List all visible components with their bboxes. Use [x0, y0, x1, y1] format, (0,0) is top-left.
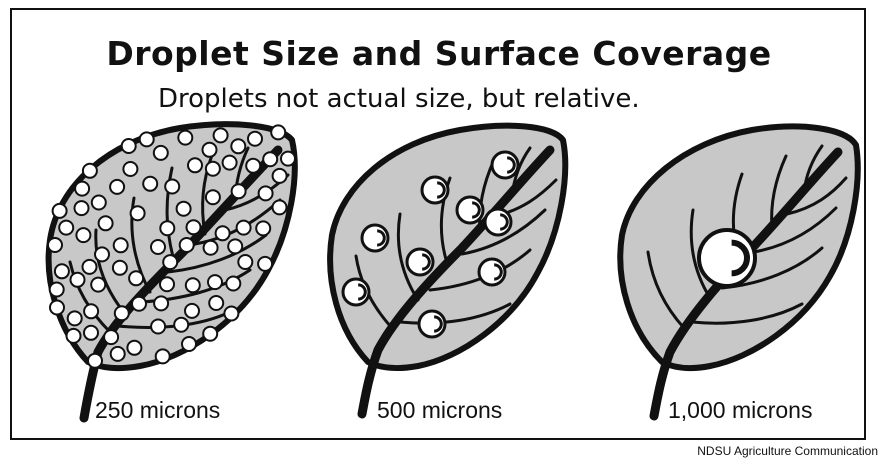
leaf-250-microns: 250 microns [48, 0, 295, 423]
droplet-small [91, 278, 105, 292]
droplet-small [256, 221, 270, 235]
droplet-small [88, 354, 102, 368]
droplet-small [110, 180, 124, 194]
leaf-1-caption: 250 microns [95, 397, 220, 423]
droplet-small [50, 283, 64, 297]
droplet-small [151, 320, 165, 334]
droplet-small [143, 177, 157, 191]
droplet-small [83, 260, 97, 274]
droplet-small [271, 125, 285, 139]
droplet-small [99, 216, 113, 230]
droplet-small [204, 241, 218, 255]
droplet-small [71, 273, 85, 287]
droplet-small [75, 201, 89, 215]
droplet-small [224, 307, 238, 321]
droplet-small [232, 184, 246, 198]
droplet-small [132, 297, 146, 311]
droplet-small [114, 238, 128, 252]
leaf-2-caption: 500 microns [377, 397, 502, 423]
droplet-small [131, 206, 145, 220]
droplet-small [154, 296, 168, 310]
droplet-small [203, 143, 217, 157]
droplet-small [55, 264, 69, 278]
droplet-small [206, 162, 220, 176]
droplet-small [163, 255, 177, 269]
droplet-small [226, 277, 240, 291]
droplet-small [68, 311, 82, 325]
droplet-small [83, 164, 97, 178]
droplet-small [50, 301, 64, 315]
droplet-small [84, 304, 98, 318]
droplet-small [178, 131, 192, 145]
droplet-small [151, 240, 165, 254]
droplet-small [177, 202, 191, 216]
droplet-small [185, 304, 199, 318]
droplet-small [208, 275, 222, 289]
droplet-small [165, 180, 179, 194]
droplet-small [92, 196, 106, 210]
droplet-small [48, 238, 62, 252]
droplet-small [156, 349, 170, 363]
droplet-small [53, 204, 67, 218]
droplet-small [237, 221, 251, 235]
droplet-small [216, 226, 230, 240]
leaf-3-caption: 1,000 microns [668, 397, 812, 423]
droplet-small [258, 257, 272, 271]
droplet-small [104, 330, 118, 344]
droplet-small [59, 221, 73, 235]
droplet-small [84, 326, 98, 340]
droplet-small [259, 186, 273, 200]
droplet-small [238, 255, 252, 269]
droplet-small [160, 277, 174, 291]
source-credit: NDSU Agriculture Communication [697, 444, 878, 458]
leaf-3-droplets [699, 230, 755, 286]
leaf-1000-microns: 1,000 microns [620, 126, 857, 423]
droplet-small [160, 221, 174, 235]
droplet-small [67, 329, 81, 343]
droplet-small [273, 200, 287, 214]
droplet-small [246, 159, 260, 173]
droplet-small [203, 327, 217, 341]
droplet-small [186, 278, 200, 292]
droplet-small [188, 158, 202, 172]
droplet-small [75, 182, 89, 196]
droplet-small [111, 347, 125, 361]
droplet-small [122, 139, 136, 153]
droplet-small [95, 247, 109, 261]
droplet-small [187, 220, 201, 234]
droplet-small [228, 239, 242, 253]
droplet-small [115, 306, 129, 320]
droplet-small [231, 139, 245, 153]
droplet-small [76, 228, 90, 242]
droplet-small [129, 271, 143, 285]
droplet-small [281, 152, 295, 166]
droplet-small [273, 169, 287, 183]
droplet-small [180, 238, 194, 252]
droplet-small [140, 132, 154, 146]
droplet-small [223, 156, 237, 170]
droplet-small [127, 341, 141, 355]
droplet-small [123, 162, 137, 176]
droplet-small [154, 146, 168, 160]
droplet-small [214, 128, 228, 142]
droplet-small [248, 132, 262, 146]
droplet-small [263, 152, 277, 166]
leaf-500-microns: 500 microns [330, 126, 565, 423]
droplet-small [182, 337, 196, 351]
droplet-small [113, 261, 127, 275]
droplet-small [206, 190, 220, 204]
droplet-small [174, 318, 188, 332]
droplet-small [209, 296, 223, 310]
